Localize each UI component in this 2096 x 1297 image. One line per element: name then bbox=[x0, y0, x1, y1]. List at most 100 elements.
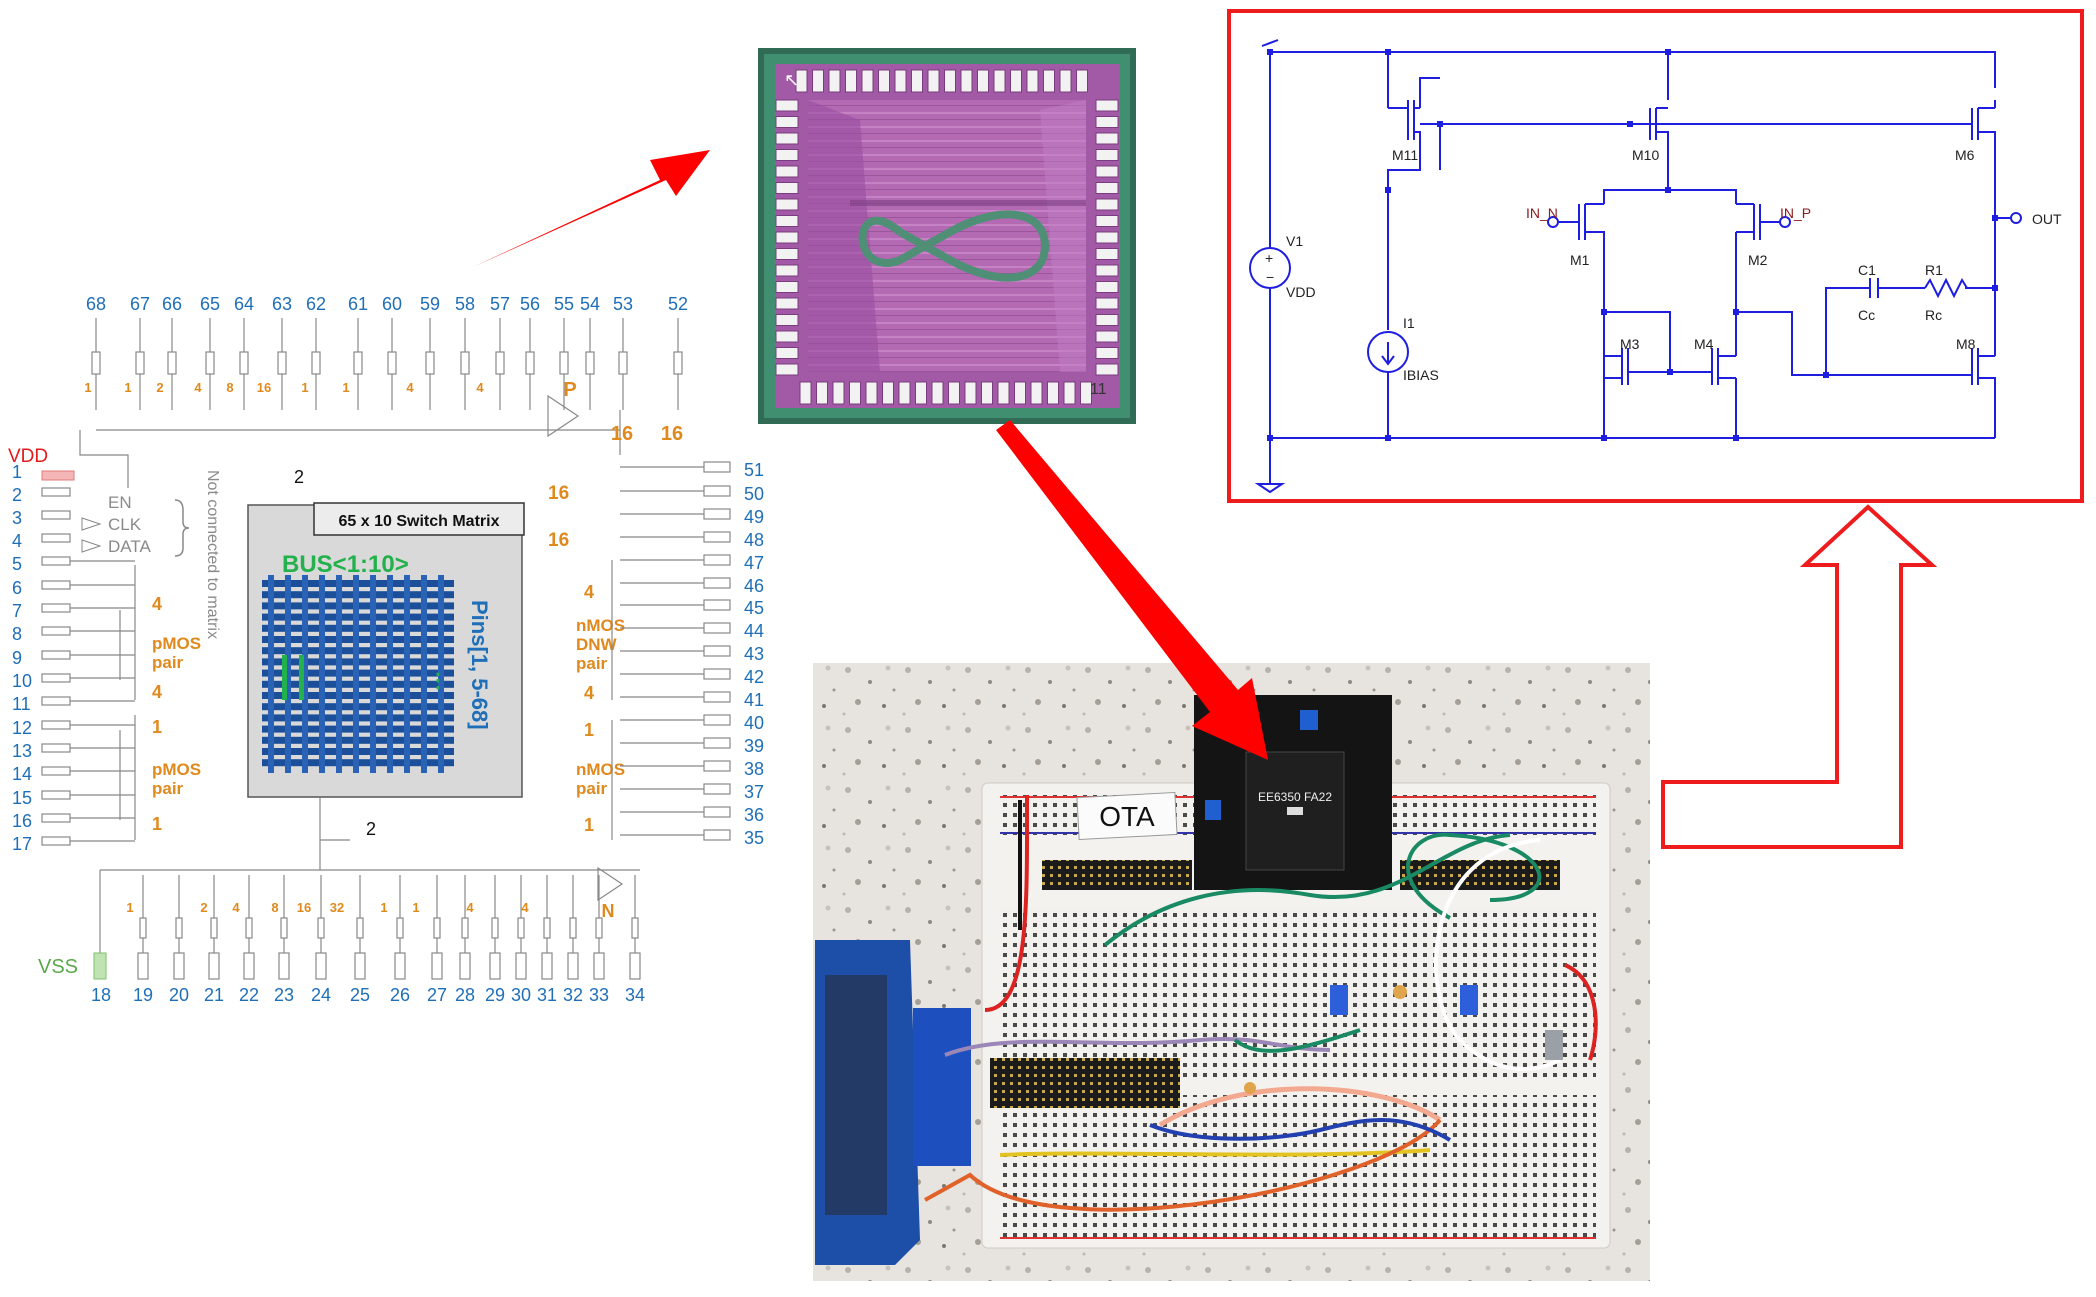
right-pin-pad bbox=[703, 531, 731, 543]
bond-pad bbox=[882, 381, 894, 405]
bond-pad bbox=[948, 381, 960, 405]
transistor-label: M6 bbox=[1955, 147, 1975, 163]
left-pin-pad bbox=[41, 580, 71, 590]
control-label-data: DATA bbox=[108, 537, 151, 556]
pin-resistor bbox=[585, 351, 595, 375]
bottom-pin-pad bbox=[567, 952, 579, 980]
left-pin-pad bbox=[41, 673, 71, 683]
opamp-n-icon bbox=[597, 866, 624, 902]
multiplier-label: 2 bbox=[156, 380, 163, 395]
bottom-pin-number: 25 bbox=[350, 985, 370, 1005]
bond-pad bbox=[775, 281, 799, 293]
matrix-col-bar bbox=[421, 575, 427, 773]
bond-pad bbox=[775, 264, 799, 277]
right-group-label: pair bbox=[576, 779, 608, 798]
not-connected-note: Not connected to matrix bbox=[204, 470, 221, 639]
opamp-p-icon bbox=[547, 394, 580, 438]
bottom-pin-pad bbox=[137, 952, 149, 980]
left-pin-number: 1 bbox=[12, 462, 22, 482]
bond-pad bbox=[1095, 248, 1119, 260]
bottom-switch-number: 2 bbox=[366, 819, 376, 839]
pin-resistor bbox=[460, 351, 470, 375]
left-pin-pad bbox=[41, 533, 71, 543]
top-pin-number: 68 bbox=[86, 294, 106, 314]
bond-pad bbox=[799, 381, 812, 405]
matrix-bus-col bbox=[282, 655, 287, 700]
die-photo: 11 ↖ bbox=[758, 48, 1136, 424]
right-pin-number: 36 bbox=[744, 805, 764, 825]
bond-pad bbox=[1047, 381, 1059, 405]
matrix-col-bar bbox=[336, 575, 342, 773]
bottom-pin-resistor bbox=[139, 917, 147, 939]
right-pin-pad bbox=[703, 668, 731, 680]
left-pin-pad bbox=[41, 696, 71, 706]
bond-pad bbox=[775, 116, 799, 128]
bus-label: BUS<1:10> bbox=[282, 551, 409, 578]
bottom-pin-resistor bbox=[210, 917, 218, 939]
bottom-pin-pad bbox=[394, 952, 406, 980]
right-pin-number: 49 bbox=[744, 507, 764, 527]
pins-label: Pins[1, 5-68] bbox=[467, 600, 492, 730]
control-label-clk: CLK bbox=[108, 515, 142, 534]
right-pin-pad bbox=[703, 783, 731, 795]
top-pin-number: 53 bbox=[613, 294, 633, 314]
multiplier-label: 4 bbox=[406, 380, 414, 395]
transistor-label: M2 bbox=[1748, 252, 1768, 268]
left-pin-number: 4 bbox=[12, 531, 22, 551]
bottom-multiplier-label: N bbox=[602, 901, 615, 921]
left-group-mult: 1 bbox=[152, 814, 162, 834]
bond-pad bbox=[997, 381, 1010, 405]
v1-minus-icon: − bbox=[1266, 269, 1274, 285]
bottom-multiplier-label: 1 bbox=[126, 900, 133, 915]
left-group-label-1b: pair bbox=[152, 653, 184, 672]
bond-pad bbox=[775, 215, 799, 227]
left-pin-pad bbox=[41, 556, 71, 566]
bond-pad bbox=[1043, 69, 1055, 93]
schematic-junctions bbox=[1267, 49, 1998, 441]
left-pin-number: 11 bbox=[12, 694, 31, 714]
component-label: R1 bbox=[1925, 262, 1943, 278]
right-group-label: pair bbox=[576, 654, 608, 673]
bottom-pin-pad bbox=[243, 952, 255, 980]
bond-pad bbox=[775, 132, 799, 145]
bottom-pin-number: 30 bbox=[511, 985, 531, 1005]
matrix-col-bar bbox=[387, 575, 393, 773]
bond-pad bbox=[981, 381, 993, 405]
matrix-col-bar bbox=[370, 575, 376, 773]
bond-pad bbox=[1095, 281, 1119, 293]
left-pin-number: 13 bbox=[12, 741, 32, 761]
left-pin-pad bbox=[41, 626, 71, 636]
right-pin-number: 46 bbox=[744, 576, 764, 596]
right-pin-pad bbox=[703, 691, 731, 703]
bond-pad bbox=[1095, 132, 1119, 145]
bias-rail bbox=[79, 410, 621, 488]
bottom-pin-number: 23 bbox=[274, 985, 294, 1005]
bond-pad bbox=[1059, 69, 1072, 93]
bottom-pin-resistor bbox=[433, 917, 441, 939]
right-pin-pad bbox=[703, 760, 731, 772]
bottom-multiplier-label: 4 bbox=[232, 900, 240, 915]
left-group-label-2b: pair bbox=[152, 779, 184, 798]
bond-pad bbox=[1076, 69, 1088, 93]
right-pin-number: 35 bbox=[744, 828, 764, 848]
bottom-pin-resistor bbox=[356, 917, 364, 939]
top-pin-number: 55 bbox=[554, 294, 574, 314]
input-label-p: IN_P bbox=[1780, 205, 1811, 221]
bond-pad bbox=[915, 381, 927, 405]
left-pin-number: 2 bbox=[12, 485, 22, 505]
bond-pad bbox=[878, 69, 890, 93]
pin-resistor bbox=[311, 351, 321, 375]
matrix-col-bar bbox=[285, 575, 291, 773]
bond-pad bbox=[795, 69, 808, 93]
bottom-pin-pad bbox=[431, 952, 443, 980]
bond-pad bbox=[898, 381, 911, 405]
bottom-pin-resistor bbox=[245, 917, 253, 939]
v1-plus-icon: + bbox=[1265, 250, 1273, 266]
component-label: Cc bbox=[1858, 307, 1875, 323]
bond-pad bbox=[1095, 330, 1119, 343]
right-pin-number: 45 bbox=[744, 598, 764, 618]
bottom-multiplier-label: 32 bbox=[330, 900, 344, 915]
bottom-pin-number: 21 bbox=[204, 985, 224, 1005]
right-group-mult: 1 bbox=[584, 720, 594, 740]
